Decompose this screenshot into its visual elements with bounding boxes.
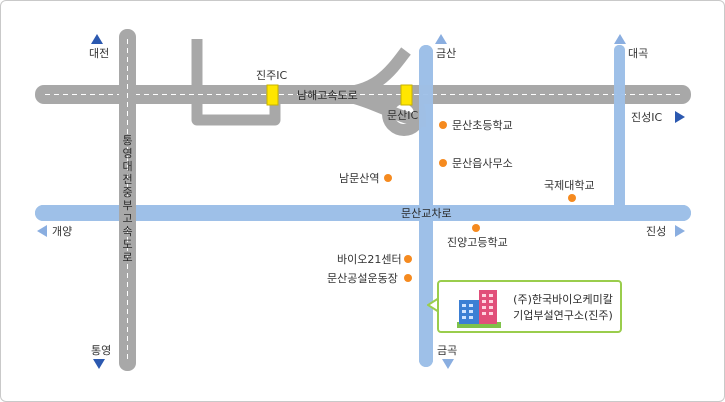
company-line1: (주)한국바이오케미칼: [513, 293, 613, 306]
label-daejeon: 대전: [89, 47, 109, 60]
dot-international-college: [568, 194, 576, 202]
building-icon: [457, 290, 501, 328]
dot-bio21-center: [404, 255, 412, 263]
label-international-college: 국제대학교: [544, 179, 595, 192]
label-nammunsan-station: 남문산역: [339, 172, 379, 185]
dot-munsan-stadium: [404, 274, 412, 282]
arrow-down-geumgok-icon: [442, 359, 454, 369]
munsan-ic-marker: [400, 84, 413, 106]
tongyeong-label-char: 부: [122, 199, 132, 212]
tongyeong-label-char: 대: [122, 160, 132, 173]
tongyeong-label-char: 통: [122, 134, 132, 147]
arrow-up-daejeon-icon: [91, 34, 103, 44]
tongyeong-label-char: 고: [122, 212, 132, 225]
label-munsan-gyocharo: 문산교차로: [401, 207, 452, 220]
road-tongyeong-crossing: [119, 201, 136, 225]
label-munsan-office: 문산읍사무소: [452, 157, 513, 170]
label-gaeyang: 개양: [52, 225, 72, 238]
arrow-down-tongyeong-icon: [93, 359, 105, 369]
tongyeong-label-char: 속: [122, 225, 132, 238]
arrow-up-geumsan-icon: [435, 34, 447, 44]
jinju-ic-loop: [191, 39, 281, 126]
road-munsan-overlay: [35, 205, 691, 221]
dot-jinyang-highschool: [472, 224, 480, 232]
tongyeong-label-char: 중: [122, 186, 132, 199]
label-munsan-elementary: 문산초등학교: [452, 119, 513, 132]
road-tongyeong: [119, 29, 136, 371]
arrow-up-daegok-icon: [614, 34, 626, 44]
label-bio21-center: 바이오21센터: [337, 253, 402, 266]
label-geumgok: 금곡: [437, 344, 457, 357]
arrow-right-jinseong-icon: [675, 225, 685, 237]
dot-munsan-elementary: [439, 121, 447, 129]
arrow-left-gaeyang-icon: [37, 225, 47, 237]
road-daegok-overlay: [614, 45, 625, 213]
tongyeong-label-char: 영: [122, 147, 132, 160]
tongyeong-label-char: 전: [122, 173, 132, 186]
label-jinseong-ic: 진성IC: [631, 111, 662, 124]
company-line2: 기업부설연구소(진주): [513, 309, 613, 322]
label-jinyang-highschool: 진양고등학교: [447, 236, 508, 249]
label-tongyeong: 통영: [91, 344, 111, 357]
company-name: (주)한국바이오케미칼 기업부설연구소(진주): [505, 292, 621, 324]
jinju-ic-marker: [266, 84, 279, 106]
company-callout: (주)한국바이오케미칼 기업부설연구소(진주): [437, 280, 622, 333]
label-daegok: 대곡: [628, 47, 648, 60]
tongyeong-label-char: 도: [122, 238, 132, 251]
label-jinseong: 진성: [646, 225, 666, 238]
label-munsan-stadium: 문산공설운동장: [327, 272, 398, 285]
arrow-right-jinseong-ic-icon: [675, 111, 685, 123]
label-geumsan: 금산: [436, 47, 456, 60]
dot-nammunsan-station: [384, 174, 392, 182]
label-namhae: 남해고속도로: [297, 88, 358, 102]
dot-munsan-office: [439, 159, 447, 167]
tongyeong-label-char: 로: [122, 251, 132, 264]
label-munsan-ic: 문산IC: [387, 109, 418, 122]
label-jinju-ic: 진주IC: [256, 69, 287, 82]
